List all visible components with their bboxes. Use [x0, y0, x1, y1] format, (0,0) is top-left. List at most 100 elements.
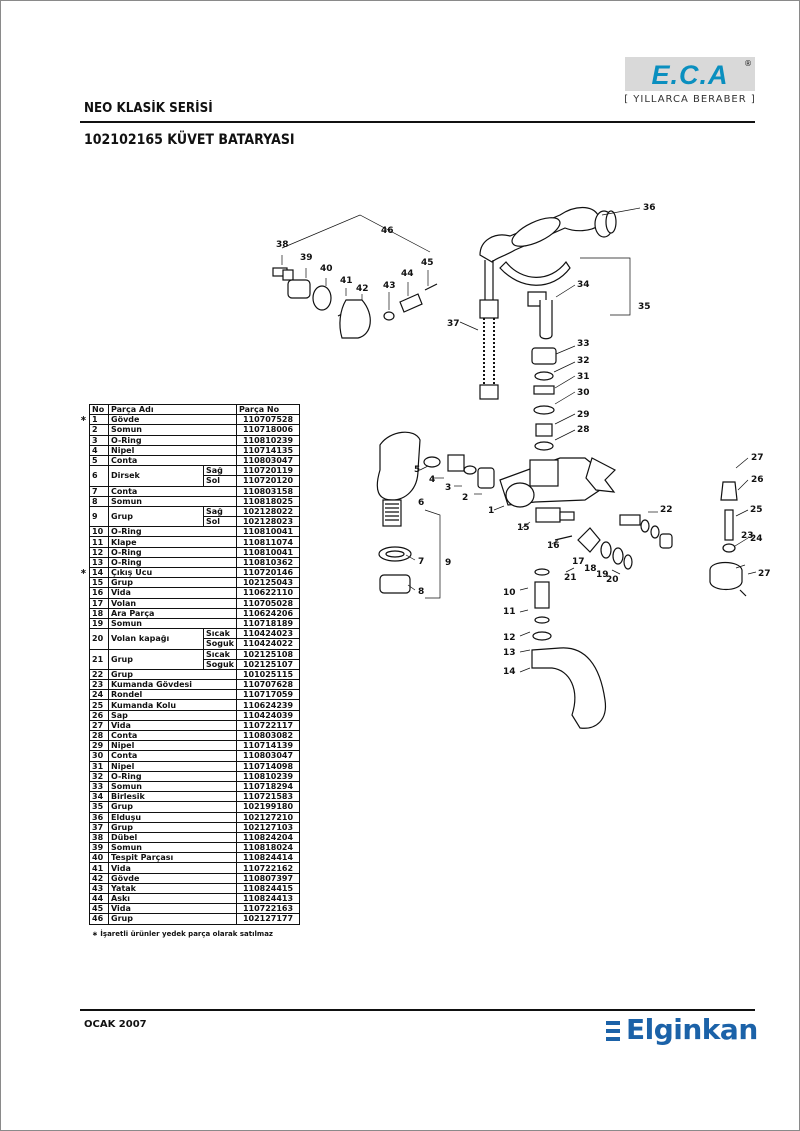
- part-name-cell: O-Ring: [108, 526, 237, 538]
- diagram-label: 24: [750, 534, 763, 544]
- part-variant-cell: Sıcak: [203, 648, 237, 660]
- part-variant-cell: Soguk: [203, 658, 237, 670]
- part-code-cell: 101025115: [236, 668, 300, 681]
- part-code-cell: 110718189: [236, 617, 300, 630]
- part-name-cell: Kumanda Kolu: [108, 699, 237, 711]
- part-code-cell: 110721583: [236, 791, 300, 803]
- part-number-cell: 1: [89, 414, 109, 426]
- diagram-label: 5: [414, 465, 420, 475]
- part-number-cell: 22: [89, 668, 109, 681]
- diagram-label: 34: [577, 280, 590, 290]
- part-number-cell: 42: [89, 872, 109, 884]
- part-code-cell: 110720120: [236, 475, 300, 487]
- part-code-cell: 110707628: [236, 679, 300, 691]
- part-code-cell: 110424023: [236, 628, 300, 640]
- part-code-cell: 102127210: [236, 811, 300, 823]
- part-name-cell: Birlesik: [108, 791, 237, 803]
- diagram-label: 11: [503, 607, 516, 617]
- part-number-cell: 33: [89, 780, 109, 793]
- part-variant-cell: Sağ: [203, 505, 237, 518]
- part-name-cell: Grup: [108, 505, 204, 528]
- part-name-cell: Dirsek: [108, 465, 204, 487]
- part-number-cell: 45: [89, 903, 109, 915]
- part-number-cell: 3: [89, 434, 109, 446]
- part-number-cell: 41: [89, 862, 109, 874]
- part-name-cell: Kumanda Gövdesi: [108, 679, 237, 691]
- part-variant-cell: Sol: [203, 516, 237, 528]
- part-number-cell: 14: [89, 566, 109, 579]
- part-code-cell: 110824204: [236, 831, 300, 844]
- diagram-label: 17: [572, 557, 585, 567]
- part-number-cell: 8: [89, 495, 109, 507]
- diagram-label: 30: [577, 388, 590, 398]
- part-number-cell: 46: [89, 913, 109, 925]
- part-number-cell: 10: [89, 526, 109, 538]
- footer-date: OCAK 2007: [84, 1019, 147, 1030]
- part-name-cell: O-Ring: [108, 770, 237, 782]
- part-name-cell: Somun: [108, 617, 237, 630]
- part-number-cell: 6: [89, 465, 109, 487]
- diagram-label: 13: [503, 648, 516, 658]
- part-code-cell: 102127177: [236, 913, 300, 925]
- part-code-cell: 110824414: [236, 852, 300, 864]
- part-name-cell: Volan: [108, 597, 237, 609]
- part-number-cell: 31: [89, 760, 109, 772]
- part-number-cell: 36: [89, 811, 109, 823]
- part-name-cell: Volan kapağı: [108, 628, 204, 650]
- part-name-cell: Conta: [108, 729, 237, 742]
- part-code-cell: 102127103: [236, 821, 300, 833]
- part-number-cell: 2: [89, 424, 109, 436]
- part-code-cell: 110810041: [236, 526, 300, 538]
- diagram-label: 35: [638, 302, 651, 312]
- part-variant-cell: Sağ: [203, 465, 237, 477]
- diagram-label: 8: [418, 587, 424, 597]
- diagram-label: 6: [418, 498, 424, 508]
- diagram-label: 1: [488, 506, 494, 516]
- diagram-label: 12: [503, 633, 516, 643]
- part-name-cell: Somun: [108, 780, 237, 793]
- part-name-cell: Grup: [108, 913, 237, 925]
- diagram-label: 18: [584, 564, 597, 574]
- part-code-cell: 102128022: [236, 505, 300, 518]
- table-note: ∗ İşaretli ürünler yedek parça olarak sa…: [92, 930, 274, 938]
- footer-rule: [80, 1009, 755, 1011]
- part-name-cell: Somun: [108, 842, 237, 854]
- part-code-cell: 102128023: [236, 516, 300, 528]
- part-name-cell: Nipel: [108, 740, 237, 752]
- header-rule: [80, 121, 755, 123]
- diagram-label: 38: [276, 240, 289, 250]
- part-name-cell: Askı: [108, 892, 237, 905]
- diagram-label: 37: [447, 319, 460, 329]
- part-code-cell: 110718006: [236, 424, 300, 436]
- part-number-cell: 5: [89, 454, 109, 467]
- part-code-cell: 110722162: [236, 862, 300, 874]
- part-number-cell: 24: [89, 689, 109, 701]
- part-number-cell: 25: [89, 699, 109, 711]
- diagram-label: 4: [429, 475, 435, 485]
- part-code-cell: 110622110: [236, 587, 300, 599]
- diagram-label: 21: [564, 573, 577, 583]
- part-number-cell: 11: [89, 536, 109, 548]
- header-part-no: Parça No: [236, 403, 300, 416]
- diagram-label: 46: [381, 226, 394, 236]
- diagram-label: 27: [751, 453, 764, 463]
